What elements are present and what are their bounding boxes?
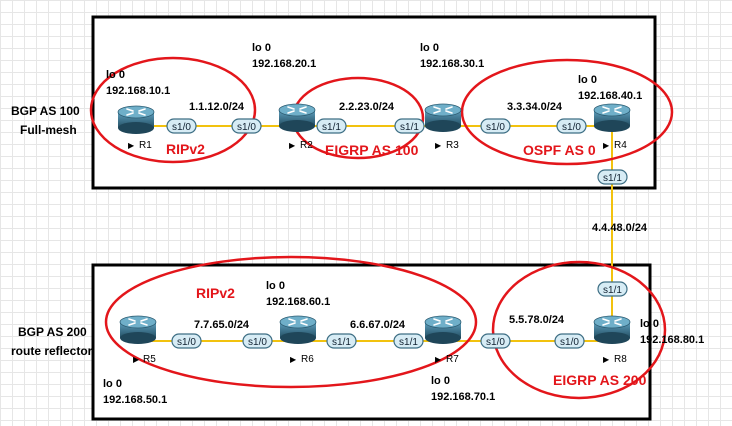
port-r7-s10[interactable]: s1/0 — [480, 333, 511, 349]
r5-loopback-label: lo 0 — [103, 378, 122, 390]
subnet-r6-r7: 6.6.67.0/24 — [350, 319, 406, 331]
r3-loopback-label: lo 0 — [420, 42, 439, 54]
rip-area-as200 — [104, 255, 478, 389]
r2-loopback-ip: 192.168.20.1 — [252, 58, 316, 70]
triangle-right-icon: ▶ — [435, 141, 442, 150]
port-r3-s11[interactable]: s1/1 — [394, 118, 425, 134]
port-r1-s10[interactable]: s1/0 — [166, 118, 197, 134]
port-r8-s10[interactable]: s1/0 — [554, 333, 585, 349]
router-r1-name: R1 — [139, 140, 152, 151]
router-r8-icon[interactable] — [593, 315, 631, 345]
r6-loopback-label: lo 0 — [266, 280, 285, 292]
triangle-right-icon: ▶ — [435, 355, 442, 364]
r4-loopback-label: lo 0 — [578, 74, 597, 86]
port-r8-s11[interactable]: s1/1 — [597, 281, 628, 297]
router-r6-icon[interactable] — [279, 315, 317, 345]
svg-text:s1/1: s1/1 — [399, 337, 418, 348]
port-r5-s10[interactable]: s1/0 — [171, 333, 202, 349]
r7-loopback-label: lo 0 — [431, 375, 450, 387]
r1-loopback-ip: 192.168.10.1 — [106, 85, 170, 97]
router-r7-name: R7 — [446, 354, 459, 365]
svg-text:s1/0: s1/0 — [172, 122, 191, 133]
port-r3-s10[interactable]: s1/0 — [480, 118, 511, 134]
ospf-area-as100 — [460, 58, 674, 166]
port-r2-s11[interactable]: s1/1 — [316, 118, 347, 134]
subnet-r5-r6: 7.7.65.0/24 — [194, 319, 250, 331]
svg-text:s1/1: s1/1 — [322, 122, 341, 133]
port-r6-s10[interactable]: s1/0 — [242, 333, 273, 349]
router-r4-icon[interactable] — [593, 103, 631, 133]
port-r4-s11[interactable]: s1/1 — [597, 169, 628, 185]
as100-subtitle: Full-mesh — [20, 123, 77, 137]
router-r3-name: R3 — [446, 140, 459, 151]
triangle-right-icon: ▶ — [289, 141, 296, 150]
port-r4-s10[interactable]: s1/0 — [556, 118, 587, 134]
port-r7-s11[interactable]: s1/1 — [393, 333, 424, 349]
router-r1-icon[interactable] — [117, 105, 155, 135]
router-r2-name: R2 — [300, 140, 313, 151]
svg-text:s1/0: s1/0 — [562, 122, 581, 133]
r8-loopback-ip: 192.168.80.1 — [640, 334, 704, 346]
svg-text:s1/1: s1/1 — [400, 122, 419, 133]
svg-text:s1/1: s1/1 — [603, 285, 622, 296]
router-r5-name: R5 — [143, 354, 156, 365]
r4-loopback-ip: 192.168.40.1 — [578, 90, 642, 102]
r5-loopback-ip: 192.168.50.1 — [103, 394, 167, 406]
port-r2-s10[interactable]: s1/0 — [231, 118, 262, 134]
port-r6-s11[interactable]: s1/1 — [326, 333, 357, 349]
as200-subtitle: route reflector — [11, 344, 93, 358]
svg-text:s1/0: s1/0 — [486, 337, 505, 348]
subnet-r2-r3: 2.2.23.0/24 — [339, 101, 395, 113]
bgp-as100-box — [91, 15, 657, 190]
r1-loopback-label: lo 0 — [106, 69, 125, 81]
router-r4-name: R4 — [614, 140, 627, 151]
svg-text:s1/0: s1/0 — [248, 337, 267, 348]
eigrp-label-as200: EIGRP AS 200 — [553, 372, 647, 388]
svg-text:s1/1: s1/1 — [332, 337, 351, 348]
subnet-r3-r4: 3.3.34.0/24 — [507, 101, 563, 113]
r8-loopback-label: lo 0 — [640, 318, 659, 330]
rip-label-as200: RIPv2 — [196, 285, 235, 301]
router-r2-icon[interactable] — [278, 103, 316, 133]
svg-text:s1/1: s1/1 — [603, 173, 622, 184]
eigrp-label-as100: EIGRP AS 100 — [325, 142, 419, 158]
router-r3-icon[interactable] — [424, 103, 462, 133]
triangle-right-icon: ▶ — [603, 355, 610, 364]
svg-text:s1/0: s1/0 — [486, 122, 505, 133]
router-r6-name: R6 — [301, 354, 314, 365]
subnet-r1-r2: 1.1.12.0/24 — [189, 101, 245, 113]
ospf-label-as100: OSPF AS 0 — [523, 142, 596, 158]
router-r8-name: R8 — [614, 354, 627, 365]
r2-loopback-label: lo 0 — [252, 42, 271, 54]
triangle-right-icon: ▶ — [290, 355, 297, 364]
router-r5-icon[interactable] — [119, 315, 157, 345]
r6-loopback-ip: 192.168.60.1 — [266, 296, 330, 308]
subnet-r7-r8: 5.5.78.0/24 — [509, 314, 565, 326]
triangle-right-icon: ▶ — [603, 141, 610, 150]
svg-text:s1/0: s1/0 — [237, 122, 256, 133]
as100-title: BGP AS 100 — [11, 104, 80, 118]
r7-loopback-ip: 192.168.70.1 — [431, 391, 495, 403]
rip-label-as100: RIPv2 — [166, 141, 205, 157]
eigrp-area-as200 — [491, 260, 667, 400]
router-r7-icon[interactable] — [424, 315, 462, 345]
triangle-right-icon: ▶ — [133, 355, 140, 364]
as200-title: BGP AS 200 — [18, 325, 87, 339]
subnet-r4-r8: 4.4.48.0/24 — [592, 222, 648, 234]
rip-area-as100 — [89, 56, 257, 164]
r3-loopback-ip: 192.168.30.1 — [420, 58, 484, 70]
svg-text:s1/0: s1/0 — [560, 337, 579, 348]
svg-text:s1/0: s1/0 — [177, 337, 196, 348]
triangle-right-icon: ▶ — [128, 141, 135, 150]
